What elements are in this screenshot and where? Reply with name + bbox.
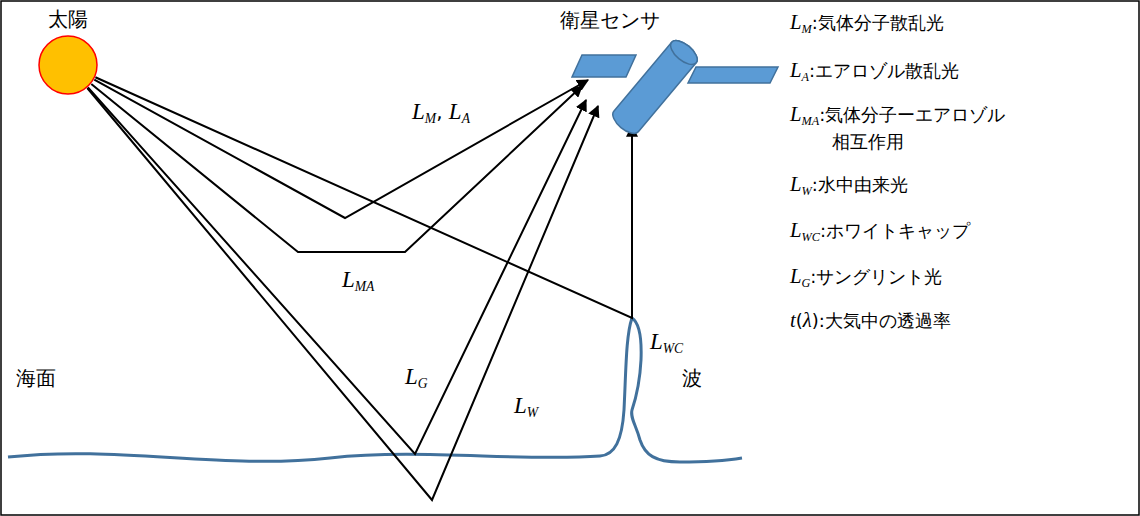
radiance-label: LW [512,392,540,421]
light-path-arrow [88,87,586,454]
area-label: 波 [682,364,702,392]
light-path-arrow [87,88,598,500]
satellite-cylinder [609,36,702,138]
sea-surface [8,318,742,462]
legend-note: LW:水中由来光 [790,170,908,199]
satellite-icon: 衛星センサ [570,45,780,135]
light-path-arrow [95,77,632,318]
sun-disc [39,36,97,94]
satellite-body [609,36,702,138]
radiance-label: LMA [340,266,376,295]
sun-circle: 太陽 [38,35,98,95]
radiance-label: LWC [648,328,685,357]
legend-note: LG:サングリント光 [790,262,942,291]
legend-note: LM:気体分子散乱光 [790,8,944,37]
solar-panel [688,67,778,83]
satellite-icon-shape [570,45,780,135]
legend-note: LWC:ホワイトキャップ [790,216,970,245]
legend-note: LA:エアロゾル散乱光 [790,56,959,85]
legend-note: t(λ):大気中の透過率 [790,306,951,335]
radiance-label: LG [403,363,430,392]
solar-panel [572,55,636,77]
area-label: 海面 [16,364,56,392]
legend-note: LMA:気体分子ーエアロゾル 相互作用 [790,100,1005,154]
node-heading: 太陽 [48,7,88,31]
satellite-cap [667,36,702,69]
radiance-label: LM, LA [410,98,472,127]
node-heading: 衛星センサ [560,8,660,32]
sun-circle-shape [38,35,98,95]
